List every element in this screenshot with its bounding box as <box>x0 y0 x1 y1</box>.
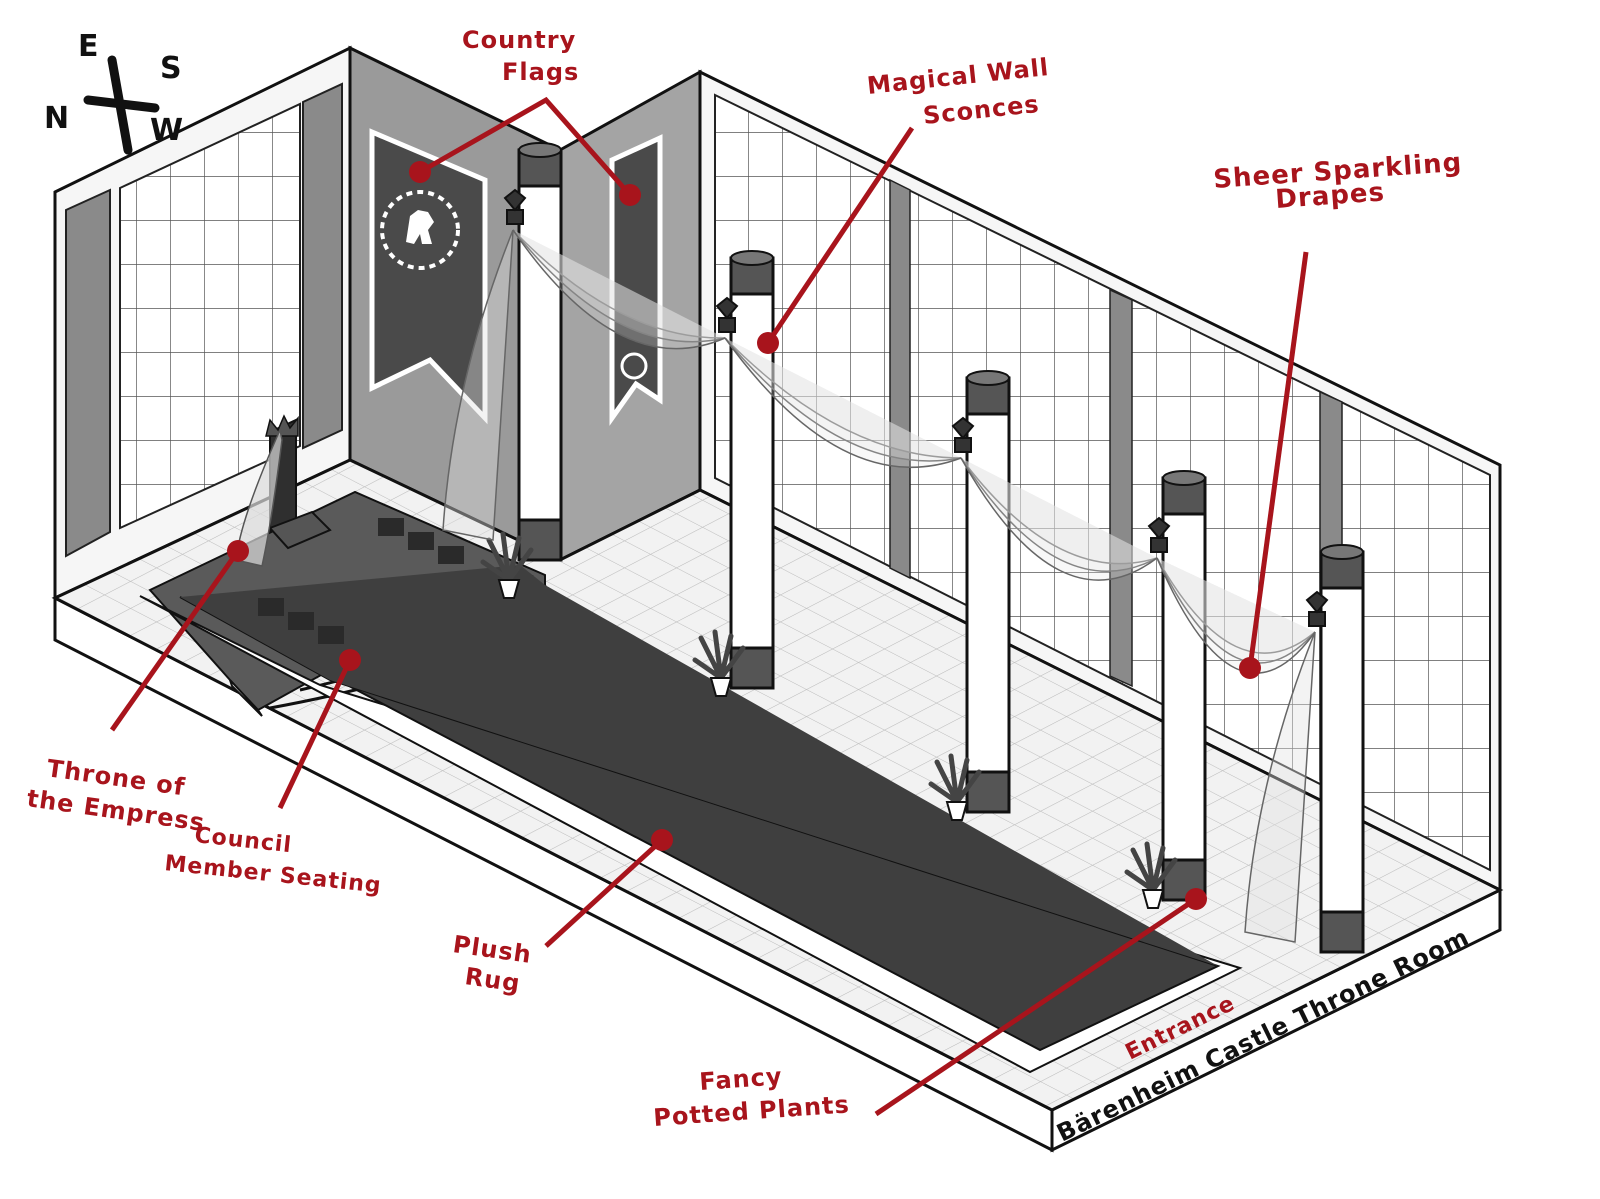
compass-w: W <box>150 113 184 148</box>
council-seat <box>438 546 464 564</box>
pillar <box>729 256 775 690</box>
sheer-drape <box>512 229 726 339</box>
sheer-drape <box>1156 557 1316 664</box>
label-country-flags-1: Country <box>462 26 576 54</box>
label-country-flags-2: Flags <box>502 58 579 86</box>
sheer-drape <box>512 229 726 343</box>
sheer-drape-tail <box>1244 631 1316 943</box>
leader-rug <box>544 838 664 948</box>
annotation-leaders <box>109 96 1309 1117</box>
flag-frame-left <box>0 0 1 1</box>
council-seat <box>258 598 284 616</box>
pillars <box>442 142 1365 954</box>
compass-n: N <box>44 101 70 136</box>
dot-council <box>339 649 361 671</box>
sheer-drape <box>1156 557 1316 674</box>
pillar <box>1161 476 1207 902</box>
sheer-drape-tail <box>442 229 514 541</box>
label-drapes-2: Drapes <box>1274 177 1385 215</box>
potted-plant-icon <box>480 531 534 583</box>
flag-banner-left <box>369 128 488 425</box>
sheer-drape <box>512 229 726 350</box>
label-rug-1: Plush <box>451 930 533 969</box>
compass-e: E <box>78 29 100 64</box>
council-seating <box>258 518 464 644</box>
leader-council <box>277 658 353 810</box>
sheer-drape <box>724 337 962 469</box>
sconce-lamp-icon <box>1305 590 1329 627</box>
annotation-dots <box>227 161 1261 910</box>
council-seat <box>408 532 434 550</box>
sconce-lamp-icon <box>715 296 739 333</box>
compass-s: S <box>160 51 183 86</box>
pillar <box>517 148 563 562</box>
plant-pot <box>945 801 969 821</box>
label-sconces-2: Sconces <box>922 90 1041 130</box>
east-wall-panel-2 <box>1109 288 1133 688</box>
rug-upper <box>180 565 1218 966</box>
throne-drape <box>235 427 283 567</box>
label-plants-2: Potted Plants <box>652 1090 850 1132</box>
sconce-lamp-icon <box>1147 516 1171 553</box>
east-wall-panel-1 <box>889 178 911 580</box>
sheer-drape <box>724 337 962 462</box>
council-seat <box>318 626 344 644</box>
bear-crest-icon <box>380 190 460 270</box>
west-wall-windows <box>119 102 301 530</box>
throne-seat <box>268 510 332 550</box>
label-council-2: Member Seating <box>163 851 382 899</box>
leader-throne <box>109 549 241 732</box>
council-seat <box>378 518 404 536</box>
potted-plant-icon <box>692 629 746 681</box>
potted-plant-icon <box>928 753 982 805</box>
dot-rug <box>651 829 673 851</box>
flag-banner-right <box>609 134 663 426</box>
pillar-top <box>518 142 562 158</box>
sheer-drape <box>1156 557 1316 654</box>
crown-icon <box>265 414 299 437</box>
dot-drapes <box>1239 657 1261 679</box>
sheer-drape <box>724 337 962 459</box>
label-council-1: Council <box>193 823 293 858</box>
pillar-top <box>1162 470 1206 486</box>
dais-step-front <box>229 679 263 717</box>
dot-plants <box>1185 888 1207 910</box>
plant-pot <box>709 677 733 697</box>
dot-flags-right <box>619 184 641 206</box>
pillar-base <box>1319 910 1365 954</box>
label-plants-1: Fancy <box>698 1062 783 1096</box>
label-rug-2: Rug <box>463 962 522 997</box>
country-flags <box>0 0 663 426</box>
pillar <box>1319 550 1365 954</box>
plant-pot <box>497 579 521 599</box>
leader-plants <box>874 896 1198 1117</box>
throne <box>235 414 332 567</box>
sheer-drape <box>960 457 1158 581</box>
plant-pot <box>1141 889 1165 909</box>
sconce-lamp-icon <box>503 188 527 225</box>
bear-crest-small-icon <box>620 352 648 380</box>
leader-drapes <box>1247 251 1309 669</box>
leader-sconces <box>765 126 915 345</box>
sconce-lamp-icon <box>951 416 975 453</box>
pillar-top <box>1320 544 1364 560</box>
sheer-drape <box>960 457 1158 572</box>
potted-plant-icon <box>1124 841 1178 893</box>
council-seat <box>288 612 314 630</box>
plush-rug <box>139 565 1243 1074</box>
compass: N E S W <box>44 29 184 155</box>
dot-throne <box>227 540 249 562</box>
dot-flags-left <box>409 161 431 183</box>
leader-flags <box>418 96 632 197</box>
sheer-drape <box>960 457 1158 565</box>
dot-sconces <box>757 332 779 354</box>
west-wall-panel <box>65 188 111 558</box>
compass-cross <box>83 55 160 155</box>
pillar-top <box>966 370 1010 386</box>
west-wall-panel-2 <box>302 82 343 450</box>
pillar-top <box>730 250 774 266</box>
pillar <box>965 376 1011 814</box>
